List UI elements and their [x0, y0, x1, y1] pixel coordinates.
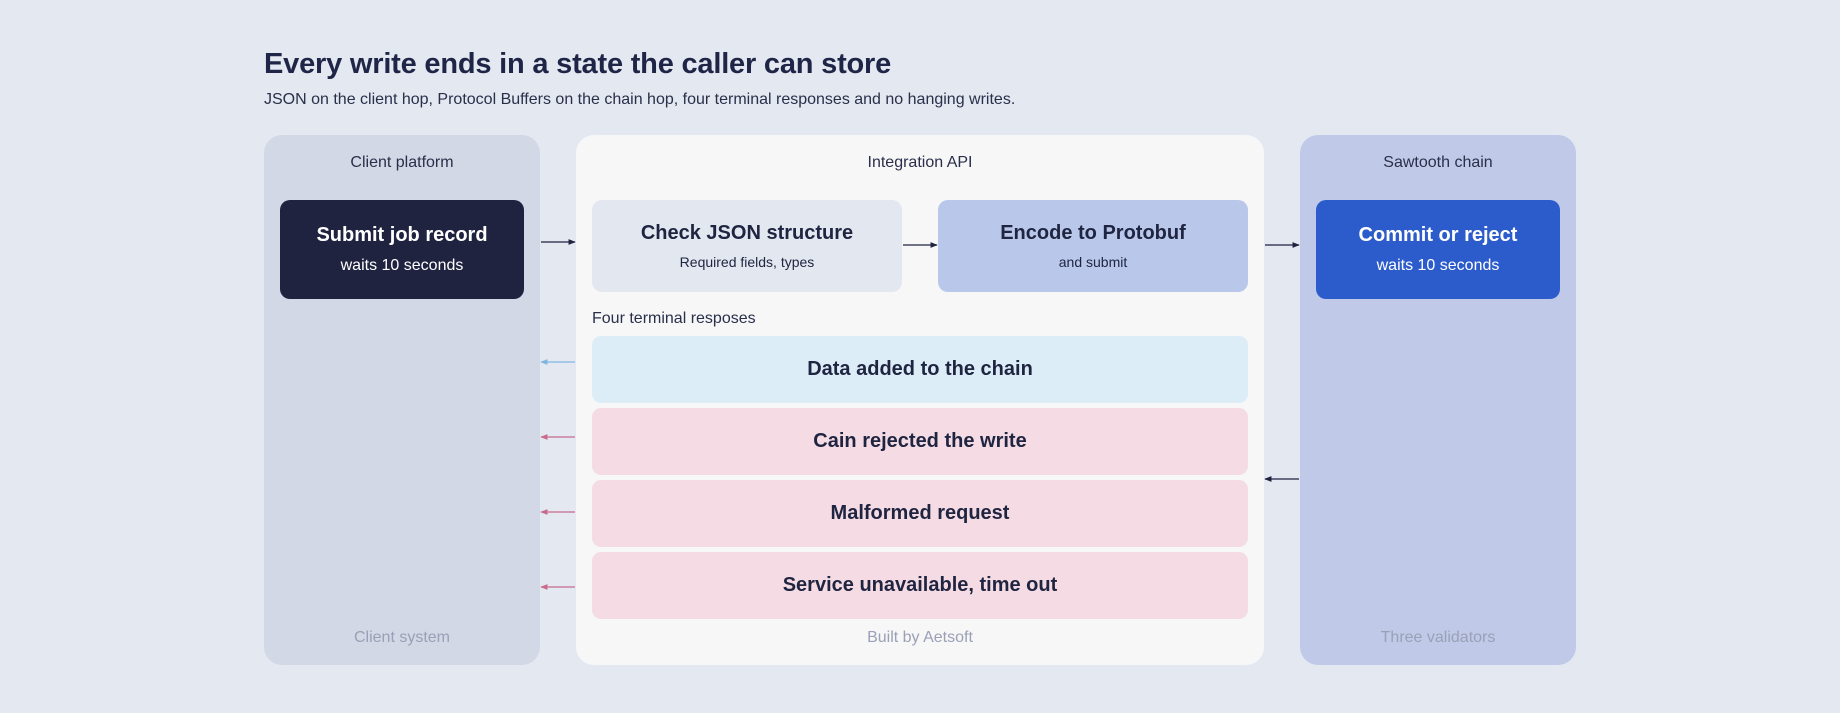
encode-protobuf-node: Encode to Protobuf and submit — [938, 200, 1248, 292]
integration-api-column: Integration API Check JSON structure Req… — [576, 135, 1264, 665]
client-platform-column: Client platform Submit job record waits … — [264, 135, 540, 665]
integration-api-heading: Integration API — [867, 154, 973, 171]
diagram-subtitle: JSON on the client hop, Protocol Buffers… — [264, 91, 1016, 108]
diagram-title: Every write ends in a state the caller c… — [264, 48, 892, 80]
responses-label: Four terminal resposes — [592, 310, 756, 327]
check-json-sub: Required fields, types — [679, 254, 815, 270]
encode-protobuf-title: Encode to Protobuf — [1000, 222, 1186, 244]
client-system-footer: Client system — [353, 629, 451, 646]
response-malformed-request: Malformed request — [592, 480, 1248, 547]
three-validators-footer: Three validators — [1380, 629, 1496, 646]
encode-protobuf-sub: and submit — [1058, 254, 1128, 270]
built-by-footer: Built by Aetsoft — [867, 629, 973, 646]
response-chain-rejected: Cain rejected the write — [592, 408, 1248, 475]
check-json-title: Check JSON structure — [640, 222, 854, 244]
submit-job-record-node: Submit job record waits 10 seconds — [280, 200, 524, 299]
sawtooth-chain-heading: Sawtooth chain — [1383, 154, 1493, 171]
submit-job-record-title: Submit job record — [316, 224, 488, 246]
response-service-unavailable: Service unavailable, time out — [592, 552, 1248, 619]
response-data-added: Data added to the chain — [592, 336, 1248, 403]
commit-or-reject-title: Commit or reject — [1358, 224, 1518, 246]
commit-or-reject-sub: waits 10 seconds — [1376, 257, 1500, 274]
commit-or-reject-node: Commit or reject waits 10 seconds — [1316, 200, 1560, 299]
client-platform-heading: Client platform — [350, 154, 454, 171]
sawtooth-chain-column: Sawtooth chain Commit or reject waits 10… — [1300, 135, 1576, 665]
submit-job-record-sub: waits 10 seconds — [340, 257, 464, 274]
check-json-node: Check JSON structure Required fields, ty… — [592, 200, 902, 292]
